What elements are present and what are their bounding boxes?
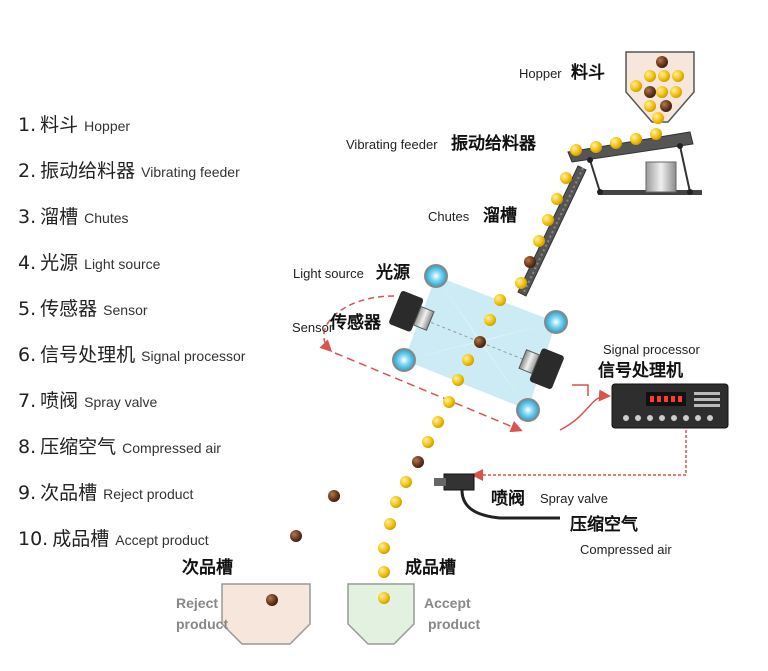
label-light-zh: 光源: [375, 262, 410, 283]
spray-valve: [434, 473, 560, 520]
signal-lines: [319, 295, 687, 481]
legend-item-hopper: 1.料斗 Hopper: [18, 110, 130, 137]
label-signal-en: Signal processor: [603, 342, 700, 357]
reject-bin: [221, 583, 311, 645]
legend-label-zh: 次品槽: [40, 482, 98, 504]
legend-number: 4.: [18, 252, 37, 274]
legend-item-spray-valve: 7.喷阀 Spray valve: [18, 386, 157, 413]
legend-number: 3.: [18, 206, 37, 228]
label-hopper-en: Hopper: [519, 66, 562, 81]
label-valve-zh: 喷阀: [491, 488, 525, 509]
sensor-camera-left: [389, 290, 435, 332]
label-reject-en-2: product: [176, 616, 228, 632]
legend-label-en: Spray valve: [84, 394, 158, 410]
legend-label-zh: 振动给料器: [40, 160, 136, 182]
label-sensor-en: Sensor: [292, 320, 334, 335]
label-accept-zh: 成品槽: [405, 557, 456, 578]
legend-number: 6.: [18, 344, 37, 366]
beans-on-feeder: [570, 128, 662, 156]
legend-item-accept-product: 10.成品槽 Accept product: [18, 524, 209, 551]
legend-number: 8.: [18, 436, 37, 458]
label-signal-zh: 信号处理机: [598, 360, 683, 381]
legend-number: 7.: [18, 390, 37, 412]
legend-label-en: Hopper: [84, 118, 131, 134]
legend-number: 10.: [18, 528, 49, 550]
light-source-lamps: [392, 264, 568, 422]
label-light-en: Light source: [293, 266, 364, 281]
accept-bin: [347, 583, 415, 645]
legend-label-en: Light source: [84, 256, 161, 272]
label-hopper-zh: 料斗: [571, 62, 605, 83]
label-chutes-zh: 溜槽: [483, 205, 517, 226]
legend-label-zh: 光源: [40, 252, 79, 274]
legend-item-chutes: 3.溜槽 Chutes: [18, 202, 129, 229]
legend-label-en: Reject product: [103, 486, 194, 502]
label-reject-en-1: Reject: [176, 595, 218, 611]
legend-item-sensor: 5.传感器 Sensor: [18, 294, 148, 321]
legend-label-zh: 溜槽: [40, 206, 79, 228]
legend-item-signal-processor: 6.信号处理机 Signal processor: [18, 340, 245, 367]
label-sensor-zh: 传感器: [329, 312, 382, 333]
vibrating-feeder: [567, 131, 702, 195]
legend-number: 1.: [18, 114, 37, 136]
label-valve-en: Spray valve: [540, 491, 608, 506]
label-air-zh: 压缩空气: [570, 514, 638, 535]
label-chutes-en: Chutes: [428, 209, 470, 224]
beans-rejected: [266, 490, 340, 606]
legend-label-en: Compressed air: [122, 440, 221, 456]
label-accept-en-2: product: [428, 616, 480, 632]
legend-label-en: Accept product: [115, 532, 209, 548]
legend-number: 9.: [18, 482, 37, 504]
sensor-camera-right: [518, 348, 564, 390]
legend-label-en: Signal processor: [141, 348, 246, 364]
label-reject-zh: 次品槽: [182, 557, 233, 578]
legend-label-en: Sensor: [103, 302, 148, 318]
beans-in-hopper: [630, 56, 684, 124]
legend-label-zh: 喷阀: [40, 390, 79, 412]
legend-number: 5.: [18, 298, 37, 320]
legend-label-zh: 信号处理机: [40, 344, 136, 366]
legend-item-reject-product: 9.次品槽 Reject product: [18, 478, 193, 505]
label-air-en: Compressed air: [580, 542, 672, 557]
signal-processor-unit: [611, 383, 729, 429]
legend-item-vibrating-feeder: 2.振动给料器 Vibrating feeder: [18, 156, 240, 183]
label-feeder-en: Vibrating feeder: [346, 137, 438, 152]
label-feeder-zh: 振动给料器: [451, 133, 537, 154]
legend-number: 2.: [18, 160, 37, 182]
legend-item-light-source: 4.光源 Light source: [18, 248, 160, 275]
legend-label-en: Vibrating feeder: [141, 164, 240, 180]
legend-label-zh: 压缩空气: [40, 436, 117, 458]
legend-item-compressed-air: 8.压缩空气 Compressed air: [18, 432, 221, 459]
label-accept-en-1: Accept: [424, 595, 471, 611]
legend-label-zh: 成品槽: [52, 528, 110, 550]
legend-label-en: Chutes: [84, 210, 129, 226]
legend-label-zh: 料斗: [40, 114, 79, 136]
beans-falling: [378, 294, 506, 604]
legend-label-zh: 传感器: [40, 298, 98, 320]
chute: [517, 165, 587, 297]
beans-on-chute: [515, 172, 572, 289]
